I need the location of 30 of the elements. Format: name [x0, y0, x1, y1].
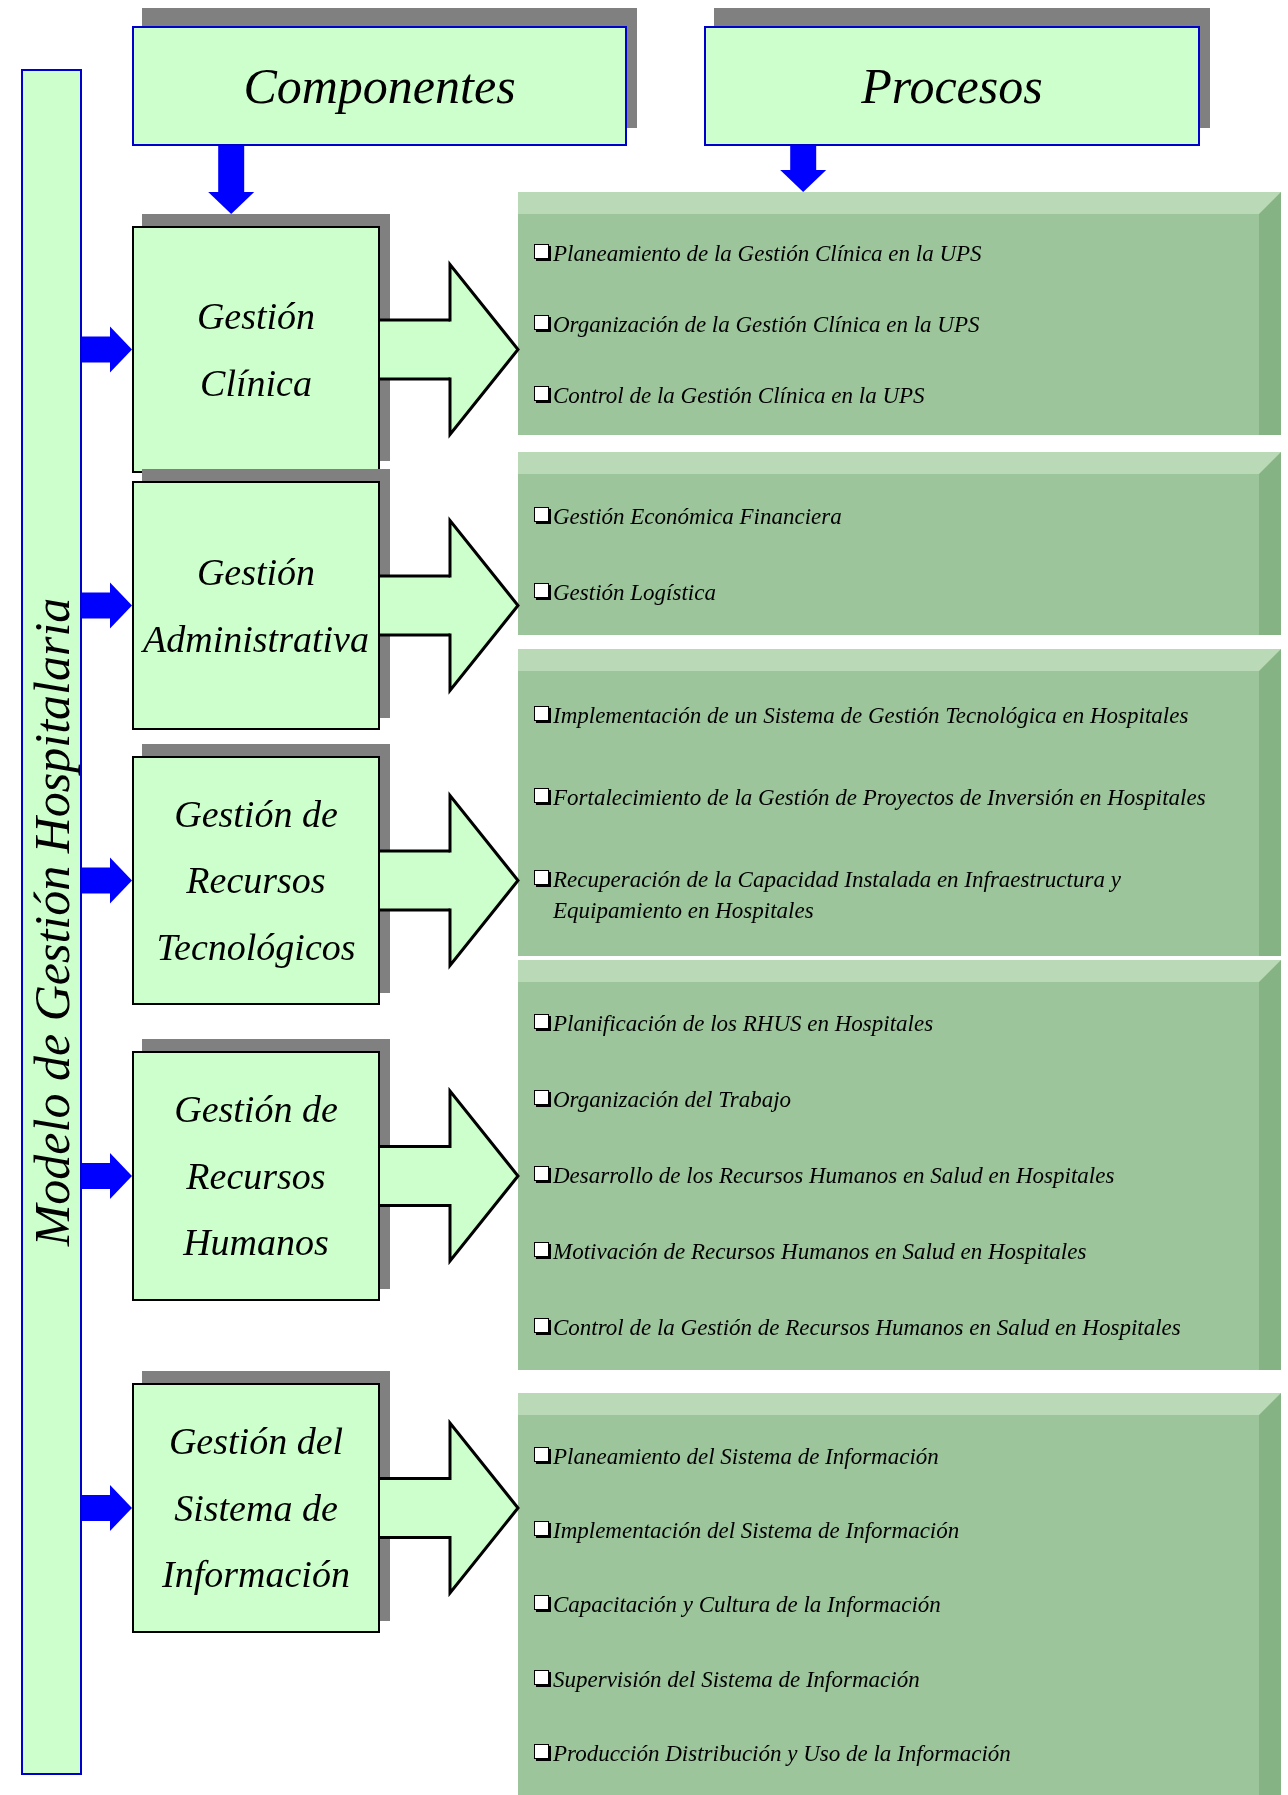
process-item: Recuperación de la Capacidad Instalada en Infraestructura y Equipamiento en Hospitales	[553, 866, 1122, 926]
process-item: Control de la Gestión Clínica en la UPS	[553, 381, 925, 410]
process-item: Implementación del Sistema de Información	[553, 1517, 960, 1546]
component-title: Gestión Administrativa	[142, 550, 370, 662]
process-panel	[518, 649, 1281, 956]
process-item: Gestión Económica Financiera	[553, 502, 842, 531]
process-item: Capacitación y Cultura de la Información	[553, 1591, 941, 1620]
process-panel	[518, 960, 1281, 1370]
process-panel	[518, 452, 1281, 635]
title-band	[21, 69, 82, 1775]
process-item: Organización del Trabajo	[553, 1086, 792, 1115]
process-item: Producción Distribución y Uso de la Información	[553, 1740, 1011, 1769]
process-item: Fortalecimiento de la Gestión de Proyectos de Inversión en Hospitales	[553, 784, 1206, 813]
component-title: Gestión Clínica	[195, 294, 317, 406]
process-item: Desarrollo de los Recursos Humanos en Salud en Hospitales	[553, 1162, 1115, 1191]
process-item: Planeamiento del Sistema de Información	[553, 1442, 939, 1471]
header-title: Procesos	[861, 61, 1043, 111]
process-item: Planeamiento de la Gestión Clínica en la UPS	[553, 239, 982, 268]
process-item: Control de la Gestión de Recursos Humanos en Salud en Hospitales	[553, 1314, 1181, 1343]
process-item: Supervisión del Sistema de Información	[553, 1665, 920, 1694]
process-panel	[518, 1393, 1281, 1795]
component-title: Gestión de Recursos Tecnológicos	[155, 791, 357, 970]
component-title: Gestión del Sistema de Información	[161, 1419, 351, 1598]
process-item: Implementación de un Sistema de Gestión Tecnológica en Hospitales	[553, 702, 1189, 731]
process-panel	[518, 192, 1281, 435]
process-item: Gestión Logística	[553, 579, 716, 608]
process-item: Motivación de Recursos Humanos en Salud en Hospitales	[553, 1238, 1087, 1267]
process-item: Planificación de los RHUS en Hospitales	[553, 1010, 934, 1039]
component-title: Gestión de Recursos Humanos	[173, 1087, 339, 1266]
process-item: Organización de la Gestión Clínica en la UPS	[553, 310, 980, 339]
